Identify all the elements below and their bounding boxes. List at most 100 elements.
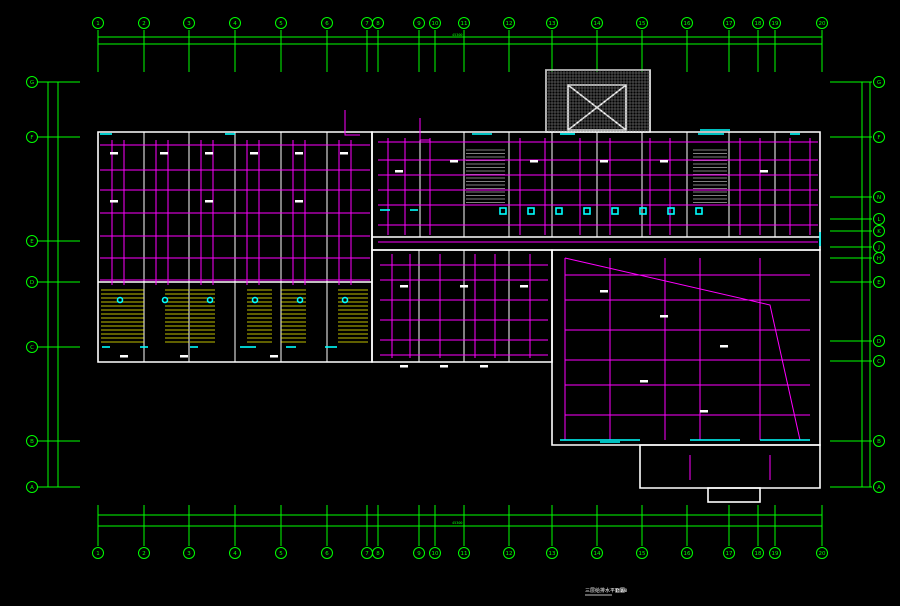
grid-bubble-label: 3 (187, 21, 191, 27)
grid-bubble-label: 4 (233, 551, 237, 557)
grid-bubble-label: B (877, 439, 881, 445)
grid-bubble-label: C (30, 345, 34, 351)
floor-drain-icon (206, 296, 214, 304)
grid-bubble (26, 131, 38, 143)
grid-bubble-label: 6 (325, 551, 329, 557)
grid-bubble-label: 3 (187, 551, 191, 557)
grid-bubble (26, 435, 38, 447)
grid-bubble-label: 13 (549, 551, 556, 557)
pipe-tag (400, 285, 408, 288)
grid-bubble-label: L (877, 217, 881, 223)
grid-bubble (321, 547, 333, 559)
grid-bubble-label: 17 (726, 21, 733, 27)
grid-bubble-label: E (877, 280, 881, 286)
floor-drain-icon (296, 296, 304, 304)
grid-bubble-label: 4 (233, 21, 237, 27)
grid-bubble (26, 276, 38, 288)
pipe-tag (205, 152, 213, 155)
pipe-tag (660, 315, 668, 318)
floor-drain-icon (251, 296, 259, 304)
grid-bubble-label: 11 (461, 21, 468, 27)
grid-bubble (681, 17, 693, 29)
grid-bubble-label: 16 (684, 21, 691, 27)
grid-bubble (873, 481, 885, 493)
pipe-tag (600, 160, 608, 163)
entrance-step (707, 487, 761, 503)
pipe-tag (760, 170, 768, 173)
pipe-tag (660, 160, 668, 163)
grid-bubble-label: B (30, 439, 34, 445)
grid-bubble (769, 17, 781, 29)
grid-bubble-label: 16 (684, 551, 691, 557)
basin-icon (611, 207, 619, 215)
grid-bubble (26, 235, 38, 247)
grid-bubble (503, 547, 515, 559)
grid-bubble-label: 2 (142, 551, 146, 557)
grid-bubble (546, 17, 558, 29)
hatch-pattern (545, 69, 650, 132)
pipe-tag (295, 200, 303, 203)
grid-bubble-label: 10 (432, 551, 439, 557)
grid-bubble (321, 17, 333, 29)
grid-bubble (591, 17, 603, 29)
grid-bubble (429, 17, 441, 29)
grid-bubble-label: D (30, 280, 34, 286)
drawing-title: 三层给排水平面图 (585, 587, 625, 594)
pipe-tag (295, 152, 303, 155)
grid-bubble-label: G (30, 80, 34, 86)
grid-bubble-label: D (877, 339, 881, 345)
grid-bubble-label: 13 (549, 21, 556, 27)
grid-bubble (183, 547, 195, 559)
grid-bubble-label: 14 (594, 21, 601, 27)
grid-bubble (92, 547, 104, 559)
grid-bubble (138, 17, 150, 29)
floor-drain-icon (341, 296, 349, 304)
grid-bubble (873, 252, 885, 264)
grid-bubble (591, 547, 603, 559)
pipe-tag (180, 355, 188, 358)
grid-bubble (458, 17, 470, 29)
grid-bubble (752, 17, 764, 29)
grid-bubble (873, 225, 885, 237)
grid-bubble (723, 17, 735, 29)
grid-bubble (138, 547, 150, 559)
grid-bubble (816, 17, 828, 29)
grid-bubble-label: 9 (417, 21, 421, 27)
grid-bubble-label: A (30, 485, 34, 491)
grid-bubble-label: 8 (376, 551, 380, 557)
total-dimension-bottom: 45300 (452, 521, 463, 525)
pipe-tag (460, 285, 468, 288)
grid-bubble-label: 1 (96, 21, 100, 27)
grid-bubble (92, 17, 104, 29)
grid-bubble (636, 547, 648, 559)
grid-bubble (275, 17, 287, 29)
pipe-tags (110, 152, 768, 413)
basin-icon (667, 207, 675, 215)
pipe-tag (450, 160, 458, 163)
axis-grid: 1122334455667788991010111112121313141415… (26, 17, 885, 559)
pipe-tag (400, 365, 408, 368)
grid-bubble (546, 547, 558, 559)
floor-drain-icon (161, 296, 169, 304)
pipe-tag (720, 345, 728, 348)
dimension-lines (47, 36, 871, 527)
stairs (101, 149, 727, 343)
grid-bubble-label: K (877, 229, 881, 235)
grid-bubble (873, 435, 885, 447)
grid-bubble-label: 2 (142, 21, 146, 27)
pipe-tag (480, 365, 488, 368)
grid-bubble-label: C (877, 359, 881, 365)
grid-bubble-label: 12 (506, 21, 513, 27)
pipe-tag (160, 152, 168, 155)
drawing-scale: 1:100 (615, 588, 628, 593)
grid-bubble-label: J (877, 245, 880, 251)
basin-icon (499, 207, 507, 215)
grid-bubble (413, 17, 425, 29)
grid-bubble (26, 341, 38, 353)
grid-bubble-label: 1 (96, 551, 100, 557)
grid-bubble (229, 17, 241, 29)
grid-bubble (873, 213, 885, 225)
canopy-outline (639, 444, 821, 489)
pipe-tag (395, 170, 403, 173)
pipe-tag (110, 152, 118, 155)
